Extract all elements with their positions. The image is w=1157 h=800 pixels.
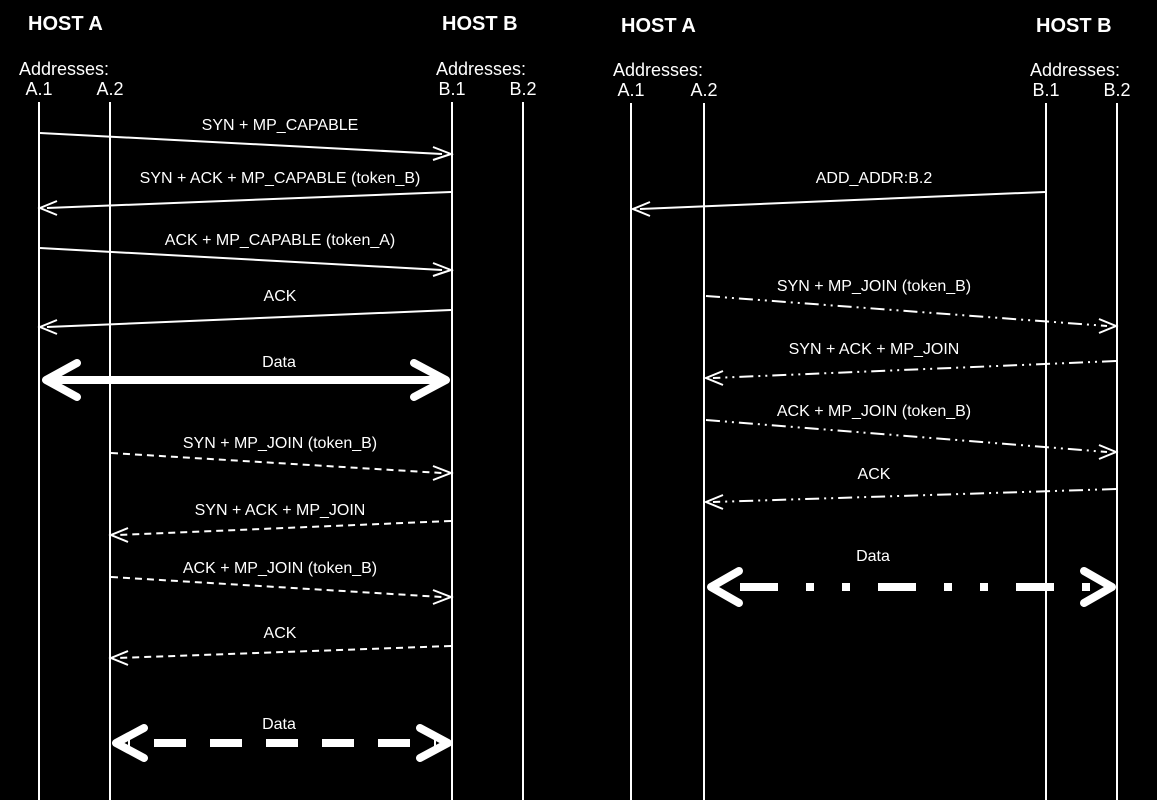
host-b-title: HOST B (442, 13, 518, 35)
message-arrow (39, 132, 454, 161)
lifeline-label-a2: A.2 (96, 79, 123, 99)
data-arrow (112, 724, 452, 762)
message-arrow (705, 419, 1119, 460)
lifeline-label-a1: A.1 (617, 80, 644, 100)
panel-right: HOST A HOST B Addresses: Addresses: A.1 … (613, 15, 1131, 800)
lifeline-label-b2: B.2 (509, 79, 536, 99)
message-label: ACK (264, 625, 297, 642)
addresses-label-b: Addresses: (436, 59, 526, 79)
panel-left: HOST A HOST B Addresses: Addresses: A.1 … (19, 13, 537, 800)
message-arrow (37, 309, 452, 335)
message-label: SYN + ACK + MP_JOIN (195, 502, 366, 519)
message-label: ACK (264, 288, 297, 305)
lifeline-label-b1: B.1 (1032, 80, 1059, 100)
message-label: SYN + MP_JOIN (token_B) (777, 278, 971, 295)
message-label: Data (262, 716, 296, 733)
host-b-title: HOST B (1036, 15, 1112, 37)
message-arrow (37, 191, 452, 216)
host-a-title: HOST A (28, 13, 103, 35)
addresses-label-a: Addresses: (613, 60, 703, 80)
message-arrow (108, 520, 452, 543)
message-arrow (703, 488, 1117, 510)
lifeline-label-b1: B.1 (438, 79, 465, 99)
message-arrow (108, 645, 452, 666)
message-label: SYN + MP_JOIN (token_B) (183, 435, 377, 452)
host-a-title: HOST A (621, 15, 696, 37)
message-label: ACK (858, 466, 891, 483)
data-arrow (42, 359, 450, 401)
lifeline-label-a1: A.1 (25, 79, 52, 99)
message-label: Data (262, 354, 296, 371)
lifeline-label-b2: B.2 (1103, 80, 1130, 100)
message-arrow (39, 247, 454, 277)
message-arrow (110, 576, 454, 605)
addresses-label-b: Addresses: (1030, 60, 1120, 80)
message-label: SYN + MP_CAPABLE (202, 117, 359, 134)
data-arrow (707, 567, 1116, 607)
message-label: ACK + MP_JOIN (token_B) (777, 403, 971, 420)
message-label: ADD_ADDR:B.2 (816, 170, 933, 187)
addresses-label-a: Addresses: (19, 59, 109, 79)
message-arrow (703, 360, 1117, 386)
message-label: ACK + MP_CAPABLE (token_A) (165, 232, 395, 249)
message-label: Data (856, 548, 890, 565)
message-label: SYN + ACK + MP_JOIN (789, 341, 960, 358)
lifeline-label-a2: A.2 (690, 80, 717, 100)
message-arrow (630, 191, 1046, 217)
message-label: ACK + MP_JOIN (token_B) (183, 560, 377, 577)
message-label: SYN + ACK + MP_CAPABLE (token_B) (140, 170, 421, 187)
message-arrow (110, 452, 454, 481)
message-arrow (705, 295, 1119, 334)
